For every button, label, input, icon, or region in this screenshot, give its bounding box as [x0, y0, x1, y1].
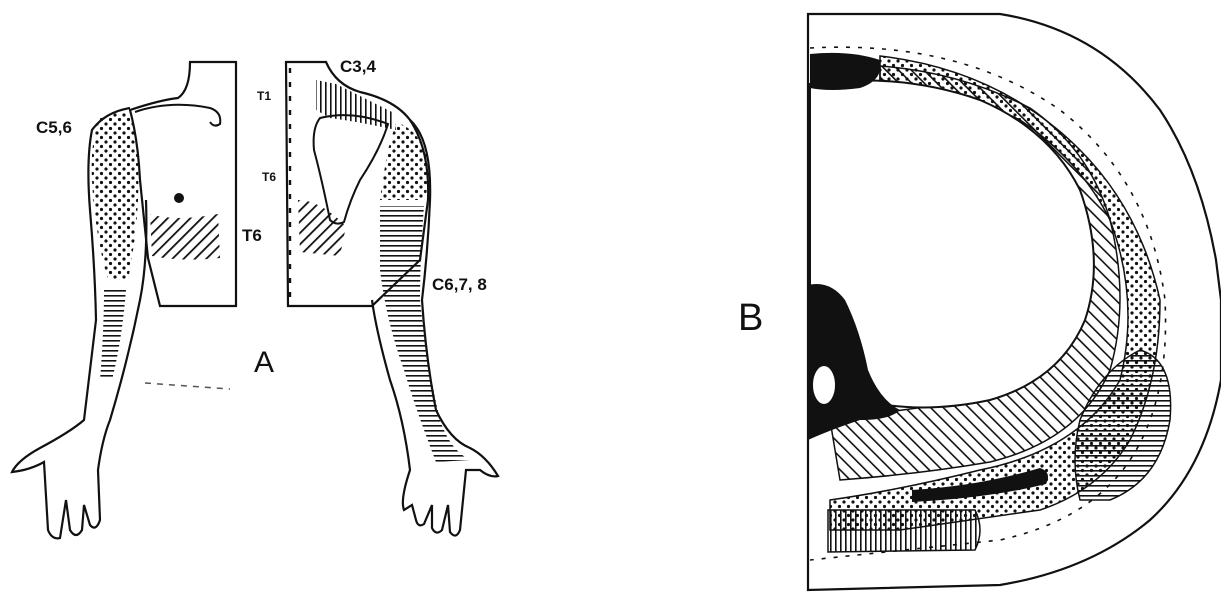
left-arm	[12, 108, 146, 538]
c56-dotted-area-left	[92, 113, 139, 280]
c678-lined-area-left	[100, 290, 126, 380]
vlined-block	[828, 510, 980, 552]
label-t6-back: T6	[262, 170, 276, 184]
label-c678: C6,7, 8	[432, 275, 487, 294]
scapula	[314, 115, 388, 224]
t6-front-hatch-area	[150, 214, 220, 260]
panel-b-cross-section: B	[738, 14, 1221, 590]
label-t1: T1	[257, 89, 271, 103]
t6-back-hatch-area	[298, 200, 346, 256]
front-torso	[130, 62, 236, 306]
label-c34: C3,4	[340, 57, 376, 76]
label-t6-front: T6	[242, 226, 262, 245]
faint-mark	[145, 383, 230, 389]
panel-b-letter: B	[738, 297, 763, 339]
panel-a-letter: A	[254, 346, 274, 379]
right-arm	[372, 120, 498, 536]
nipple-marker	[174, 193, 184, 203]
label-c56: C5,6	[36, 118, 72, 137]
vessel-ring	[812, 365, 836, 405]
c34-vline-area	[316, 80, 396, 130]
panel-a-body-map: C5,6 C3,4 T1 T6 T6 C6,7, 8 A	[12, 57, 498, 538]
